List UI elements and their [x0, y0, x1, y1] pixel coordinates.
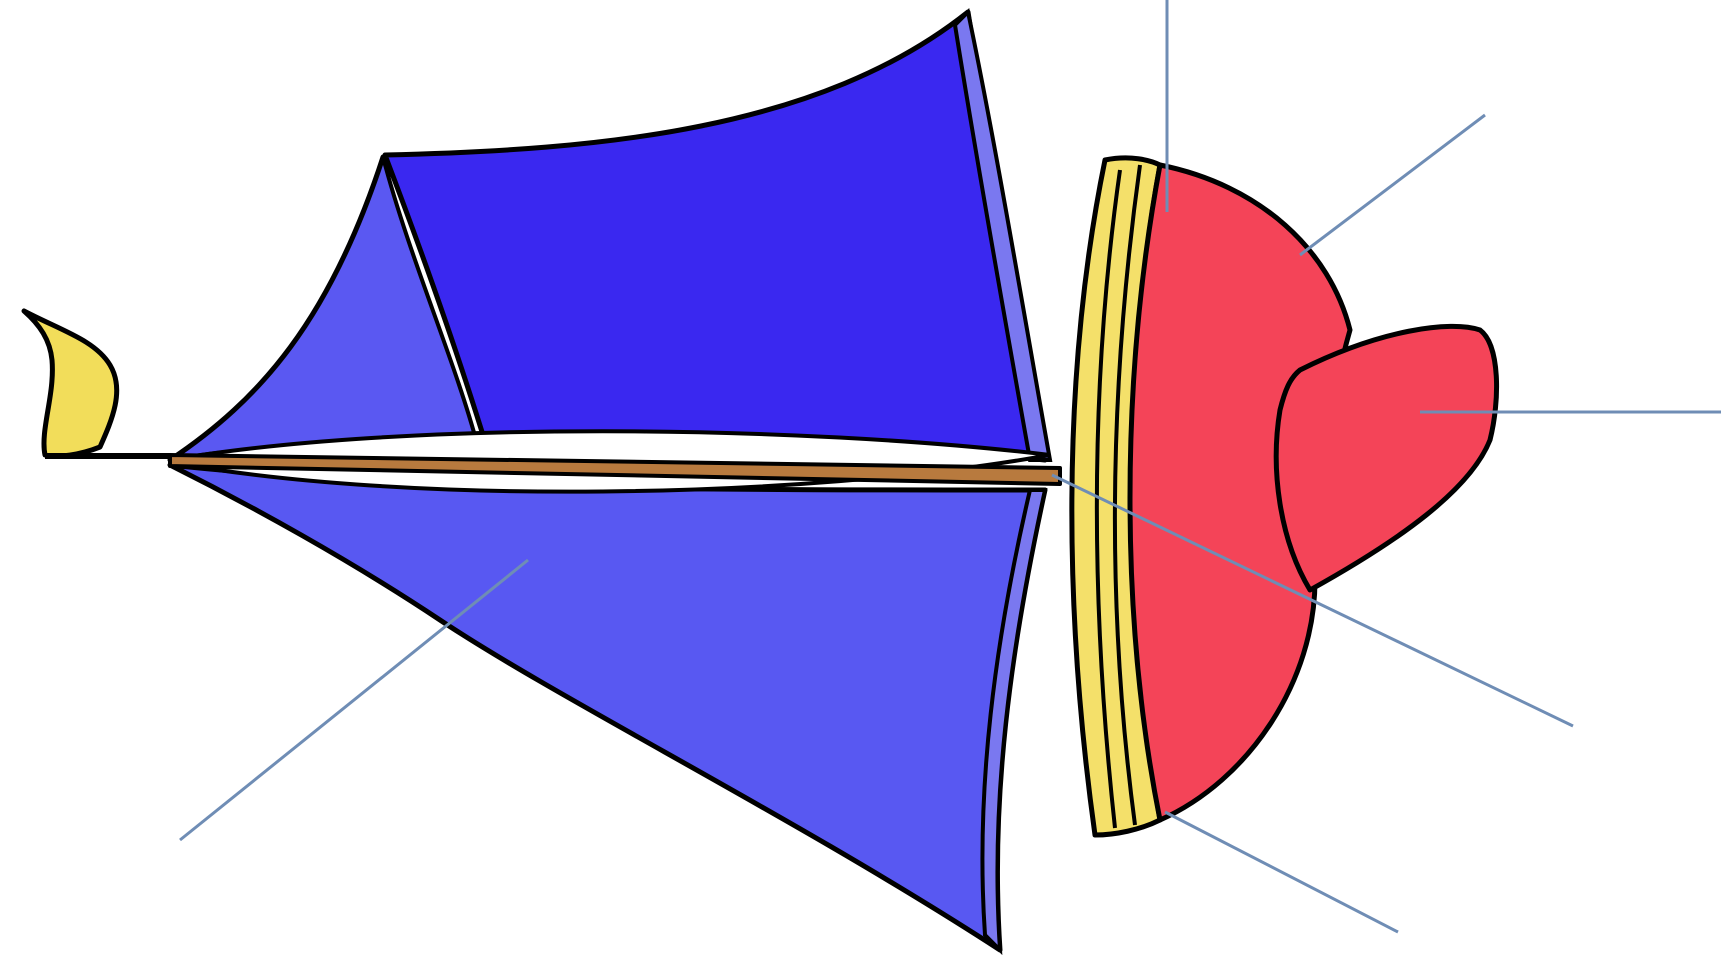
- leader-line-hull-bottom: [1165, 812, 1398, 932]
- keel: [1276, 326, 1496, 590]
- leader-line-sail: [180, 560, 528, 840]
- main-sail-upper: [385, 12, 1045, 460]
- leader-line-hull: [1300, 115, 1485, 255]
- flag-shape: [24, 311, 117, 456]
- main-sail-lower: [170, 465, 1045, 950]
